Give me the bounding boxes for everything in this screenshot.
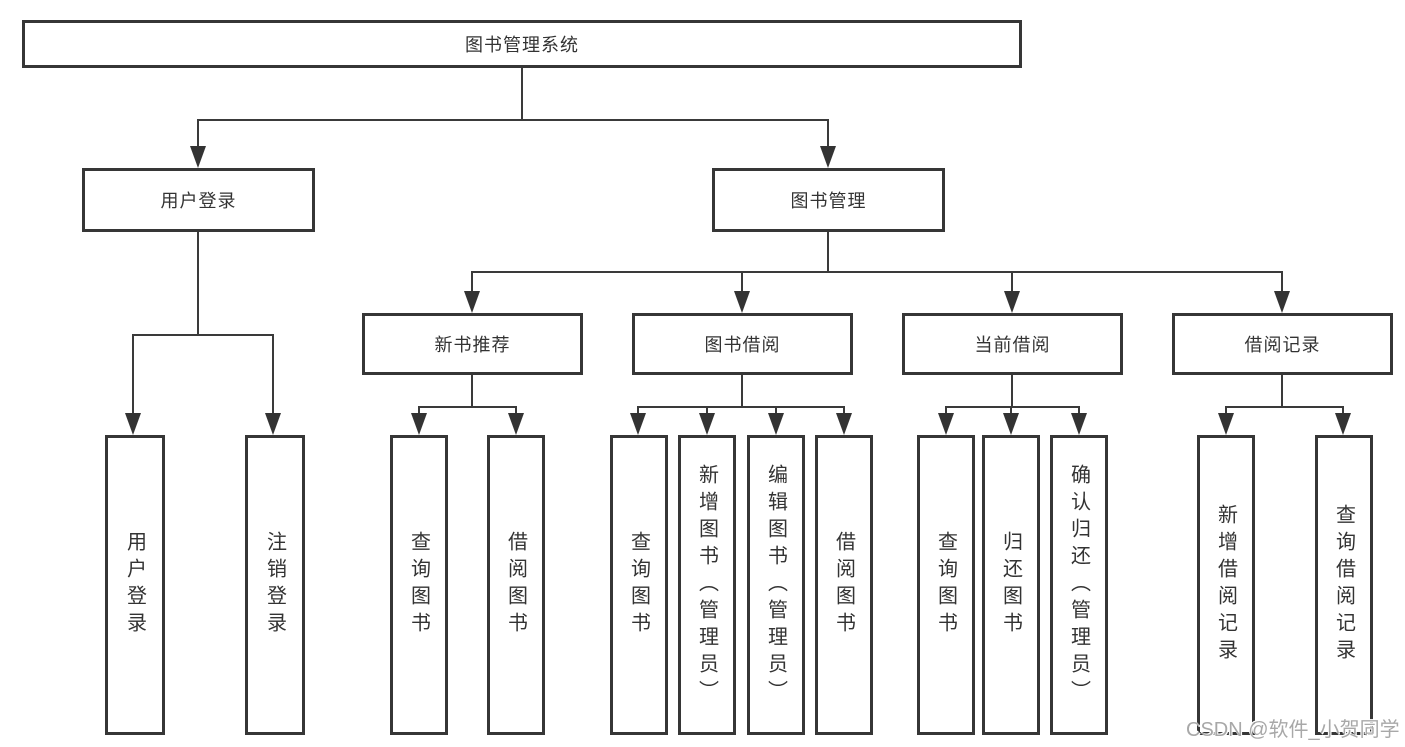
leaf-label: 归还图书	[999, 531, 1022, 639]
leaf-user-login: 用户登录	[105, 435, 165, 735]
node-label: 图书管理	[790, 191, 867, 211]
csdn-watermark: CSDN @软件_小贺同学	[1186, 719, 1400, 741]
leaf-label: 查询图书	[407, 531, 430, 639]
leaf-query-books-current: 查询图书	[917, 435, 975, 735]
leaf-label: 编辑图书（管理员）	[764, 463, 787, 707]
leaf-logout: 注销登录	[245, 435, 305, 735]
node-label: 用户登录	[160, 191, 237, 211]
leaf-add-borrow-record: 新增借阅记录	[1197, 435, 1255, 735]
arrowheads	[125, 146, 1351, 435]
leaf-label: 用户登录	[123, 531, 146, 639]
node-library-system-root: 图书管理系统	[22, 20, 1022, 68]
node-user-login: 用户登录	[82, 168, 315, 232]
node-new-book-recommend: 新书推荐	[362, 313, 583, 375]
node-borrowing-records: 借阅记录	[1172, 313, 1393, 375]
node-book-management: 图书管理	[712, 168, 945, 232]
leaf-add-books-admin: 新增图书（管理员）	[678, 435, 736, 735]
leaf-label: 注销登录	[263, 531, 286, 639]
node-label: 图书管理系统	[465, 35, 579, 55]
leaf-label: 新增借阅记录	[1214, 504, 1237, 666]
leaf-label: 借阅图书	[832, 531, 855, 639]
node-current-borrowing: 当前借阅	[902, 313, 1123, 375]
leaf-label: 借阅图书	[504, 531, 527, 639]
node-label: 借阅记录	[1244, 335, 1321, 355]
leaf-query-borrow-record: 查询借阅记录	[1315, 435, 1373, 735]
leaf-label: 查询图书	[627, 531, 650, 639]
leaf-label: 查询图书	[934, 531, 957, 639]
leaf-label: 新增图书（管理员）	[695, 463, 718, 707]
leaf-query-books-borrow: 查询图书	[610, 435, 668, 735]
leaf-return-books: 归还图书	[982, 435, 1040, 735]
node-label: 图书借阅	[704, 335, 781, 355]
leaf-edit-books-admin: 编辑图书（管理员）	[747, 435, 805, 735]
node-label: 当前借阅	[974, 335, 1051, 355]
leaf-borrow-books-recommend: 借阅图书	[487, 435, 545, 735]
leaf-label: 确认归还（管理员）	[1067, 463, 1090, 707]
leaf-label: 查询借阅记录	[1332, 504, 1355, 666]
leaf-confirm-return-admin: 确认归还（管理员）	[1050, 435, 1108, 735]
leaf-borrow-books: 借阅图书	[815, 435, 873, 735]
node-book-borrowing: 图书借阅	[632, 313, 853, 375]
node-label: 新书推荐	[434, 335, 511, 355]
leaf-query-books-recommend: 查询图书	[390, 435, 448, 735]
